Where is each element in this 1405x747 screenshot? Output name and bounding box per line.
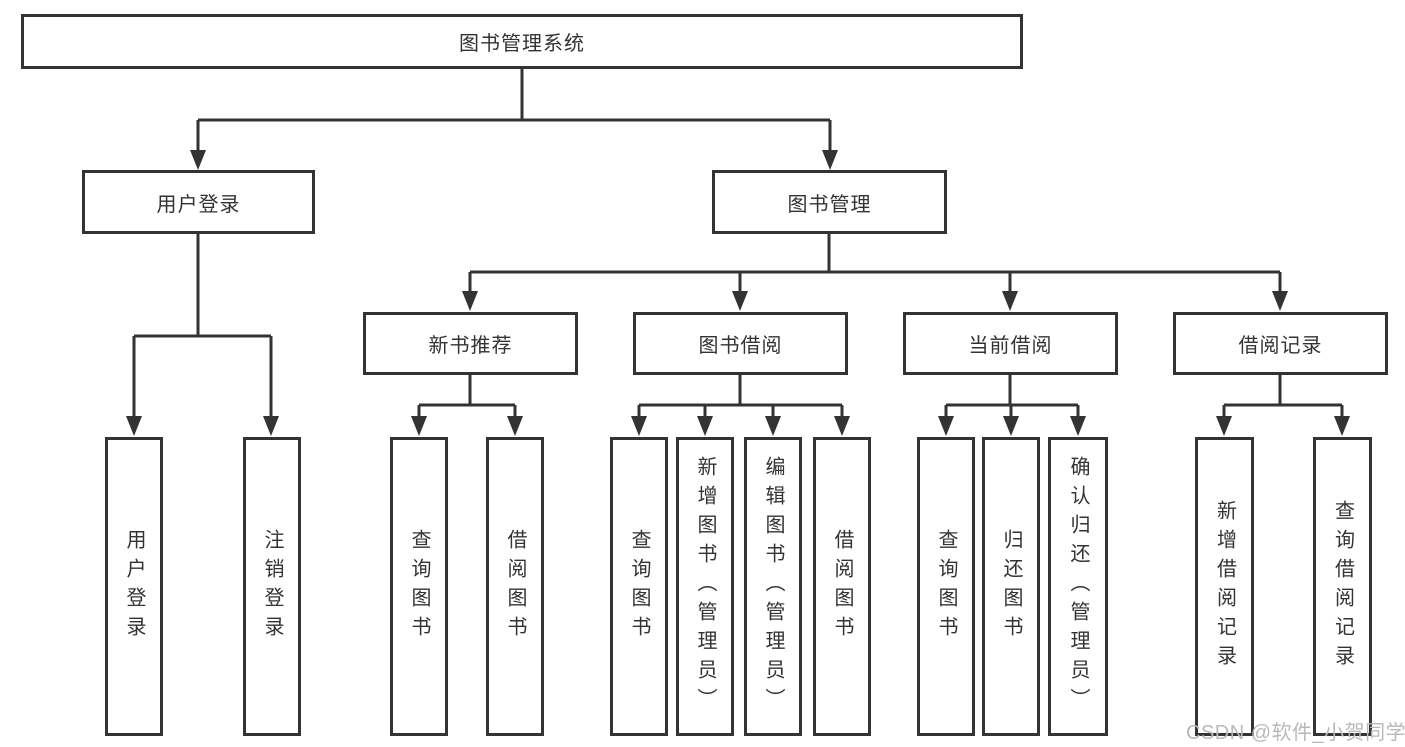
node-root: 图书管理系统 [21,14,1023,69]
leaf-return-books-label: 归还图书 [1000,528,1022,645]
leaf-query-borrow-record: 查询借阅记录 [1313,437,1372,736]
leaf-add-borrow-record: 新增借阅记录 [1195,437,1254,736]
node-new-book-recommend: 新书推荐 [363,312,578,375]
watermark: CSDN @软件_小贺同学 [1186,722,1405,744]
arrowheads [126,150,1350,436]
leaf-logout-label: 注销登录 [261,528,283,645]
leaf-borrow-books: 借阅图书 [813,437,871,736]
node-user-login: 用户登录 [82,170,315,234]
node-new-book-recommend-label: 新书推荐 [428,335,513,357]
leaf-recommend-query-books: 查询图书 [390,437,448,736]
leaf-edit-books-admin-label: 编辑图书（管理员） [762,456,784,717]
node-book-management: 图书管理 [712,170,947,234]
node-current-borrowing: 当前借阅 [903,312,1118,375]
node-borrowing-records-label: 借阅记录 [1238,335,1323,357]
leaf-add-borrow-record-label: 新增借阅记录 [1213,499,1236,674]
node-current-borrowing-label: 当前借阅 [968,335,1053,357]
leaf-add-books-admin-label: 新增图书（管理员） [694,456,716,717]
leaf-logout: 注销登录 [243,437,301,736]
node-book-management-label: 图书管理 [787,193,872,216]
node-book-borrowing-label: 图书借阅 [698,335,783,357]
leaf-current-query-books: 查询图书 [917,437,975,736]
node-book-borrowing: 图书借阅 [633,312,848,375]
leaf-borrow-books-label: 借阅图书 [831,528,853,645]
node-user-login-label: 用户登录 [156,193,241,216]
leaf-query-borrow-record-label: 查询借阅记录 [1331,499,1354,674]
leaf-recommend-borrow-books: 借阅图书 [486,437,544,736]
node-root-label: 图书管理系统 [459,33,585,55]
leaf-return-books: 归还图书 [982,437,1040,736]
leaf-user-login-label: 用户登录 [123,528,145,645]
leaf-borrow-query-books-label: 查询图书 [628,528,650,645]
leaf-confirm-return-admin: 确认归还（管理员） [1048,437,1108,736]
leaf-add-books-admin: 新增图书（管理员） [676,437,734,736]
leaf-recommend-query-books-label: 查询图书 [408,528,430,645]
node-borrowing-records: 借阅记录 [1173,312,1388,375]
leaf-confirm-return-admin-label: 确认归还（管理员） [1067,456,1089,717]
leaf-edit-books-admin: 编辑图书（管理员） [744,437,802,736]
leaf-current-query-books-label: 查询图书 [935,528,957,645]
leaf-recommend-borrow-books-label: 借阅图书 [504,528,526,645]
leaf-borrow-query-books: 查询图书 [610,437,668,736]
leaf-user-login: 用户登录 [105,437,163,736]
